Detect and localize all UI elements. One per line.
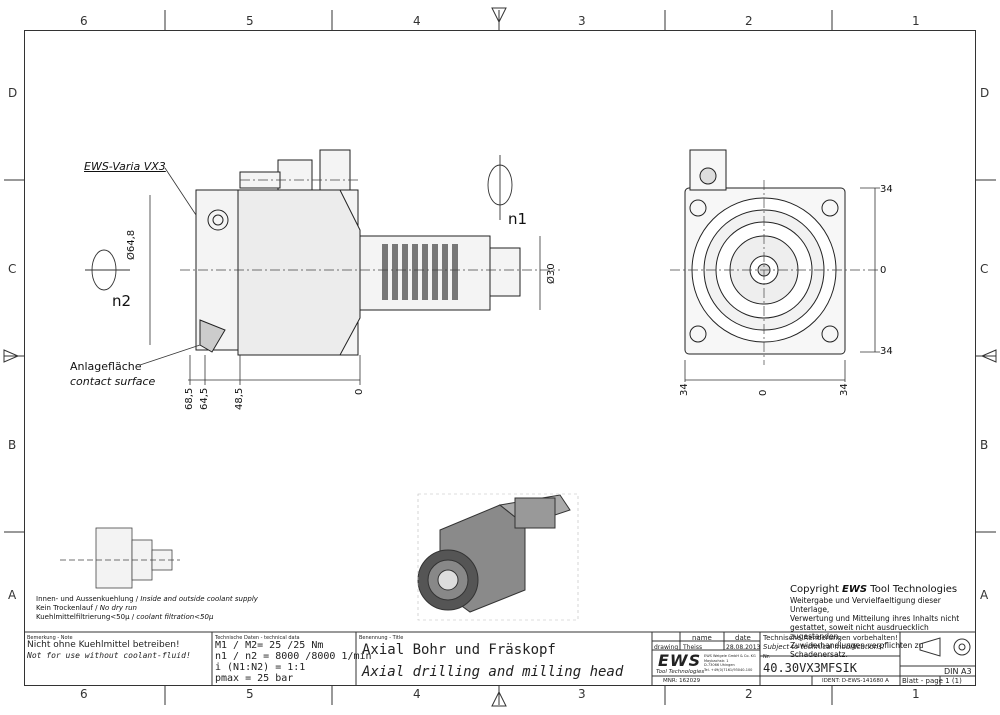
zone-left-b: B [8, 438, 17, 452]
dim-body-diameter: Ø64,8 [126, 229, 137, 260]
zone-top-3: 3 [578, 14, 586, 28]
title-en: Axial drilling and milling head [362, 664, 624, 680]
zone-bottom-4: 4 [413, 687, 421, 701]
sheet: Blatt - page 1 (1) [902, 677, 962, 685]
coolant-notes: Innen- und Aussenkuehlung / Inside and o… [36, 595, 258, 622]
projection-symbol-icon [919, 637, 971, 657]
zone-right-b: B [980, 438, 989, 452]
front-view [684, 149, 846, 355]
zone-right-a: A [980, 588, 989, 602]
dim-front-right-1: 0 [880, 265, 887, 276]
tech-row-speed: n1 / n2 = 8000 /8000 1/min [215, 651, 372, 662]
contact-surface-de: Anlagefläche [70, 360, 142, 373]
tech-data-rows: M1 / M2= 25 /25 Nm n1 / n2 = 8000 /8000 … [215, 640, 372, 684]
product-line-label: EWS-Varia VX3 [84, 160, 166, 173]
dim-front-bottom-0: 34 [679, 383, 690, 396]
zone-right-d: D [980, 86, 990, 100]
zone-top-1: 1 [912, 14, 920, 28]
zone-left-c: C [8, 262, 17, 276]
zone-bottom-2: 2 [745, 687, 753, 701]
dim-side-1: 64,5 [199, 387, 210, 410]
drawer-name: Theiss [683, 644, 703, 651]
title-label: Benennung - Title [359, 635, 404, 641]
zone-bottom-5: 5 [246, 687, 254, 701]
zone-top-5: 5 [246, 14, 254, 28]
zone-bottom-1: 1 [912, 687, 920, 701]
render-3d [417, 494, 571, 613]
change-note-en: Subject to technical modifications! [763, 643, 885, 651]
col-date: date [735, 634, 751, 642]
copyright-line-4: Zuwiderhandlungen verpflichten zu Schade… [790, 641, 924, 659]
zone-top-6: 6 [80, 14, 88, 28]
tech-row-ratio: i (N1:N2) = 1:1 [215, 662, 306, 673]
dim-front-bottom-2: 34 [839, 383, 850, 396]
draw-date: 28.08.2013 [726, 644, 761, 651]
coolant-sketch [60, 527, 180, 589]
change-note-de: Technische Aenderungen vorbehalten! [763, 634, 898, 642]
title-de: Axial Bohr und Fräskopf [362, 642, 556, 658]
note-de: Nicht ohne Kuehlmittel betreiben! [27, 640, 180, 650]
dim-side-0: 68,5 [184, 387, 195, 410]
copyright-line-1: Weitergabe und Vervielfaeltigung dieser … [790, 596, 941, 614]
paper-format: DIN A3 [944, 667, 972, 676]
n1-label: n1 [508, 210, 528, 228]
tech-row-torque: M1 / M2= 25 /25 Nm [215, 640, 324, 651]
coolant-note-3: Kuehlmittelfiltrierung<50µ / coolant fil… [36, 613, 214, 621]
side-view [195, 149, 521, 356]
dim-front-right-0: 34 [880, 184, 893, 195]
n2-label: n2 [112, 292, 132, 310]
note-label: Bemerkung - Note [27, 635, 73, 641]
zone-top-2: 2 [745, 14, 753, 28]
dim-side-2: 48,5 [234, 387, 245, 410]
ident: IDENT: D-EWS-141680 A [822, 678, 889, 684]
dim-front-right-2: 34 [880, 346, 893, 357]
contact-surface-en: contact surface [70, 375, 156, 388]
dim-shank-diameter: Ø30 [546, 263, 557, 284]
tech-row-pressure: pmax = 25 bar [215, 673, 294, 684]
company-sub: Tool Technologies [656, 669, 705, 675]
row-drawing: drawing [654, 644, 679, 651]
company-address: EWS Weigele GmbH & Co. KG Maybachstr. 1 … [704, 654, 756, 672]
nr-label: Nr. [763, 654, 770, 660]
copyright-line-3: gestattet, soweit nicht ausdruecklich zu… [790, 623, 929, 641]
col-name: name [692, 634, 712, 642]
part-number: 40.30VX3MFSIK [763, 661, 857, 675]
zone-top-4: 4 [413, 14, 421, 28]
company-logo: EWS [658, 651, 702, 670]
copyright-block: Copyright EWS Tool Technologies Weiterga… [790, 584, 970, 659]
zone-left-a: A [8, 588, 17, 602]
tech-data-label: Technische Daten - technical data [215, 635, 300, 641]
copyright-title: Copyright EWS Tool Technologies [790, 584, 958, 595]
dim-front-bottom-1: 0 [758, 389, 769, 396]
coolant-note-2: Kein Trockenlauf / No dry run [36, 604, 137, 612]
drawing-frame [24, 30, 976, 686]
copyright-line-2: Verwertung und Mitteilung ihres Inhalts … [790, 614, 960, 623]
dim-side-3: 0 [354, 388, 365, 395]
coolant-note-1: Innen- und Aussenkuehlung / Inside and o… [36, 595, 258, 603]
mnr: MNR: 162029 [663, 678, 701, 684]
zone-right-c: C [980, 262, 989, 276]
zone-bottom-6: 6 [80, 687, 88, 701]
zone-bottom-3: 3 [578, 687, 586, 701]
note-en: Not for use without coolant-fluid! [27, 651, 191, 660]
zone-left-d: D [8, 86, 18, 100]
